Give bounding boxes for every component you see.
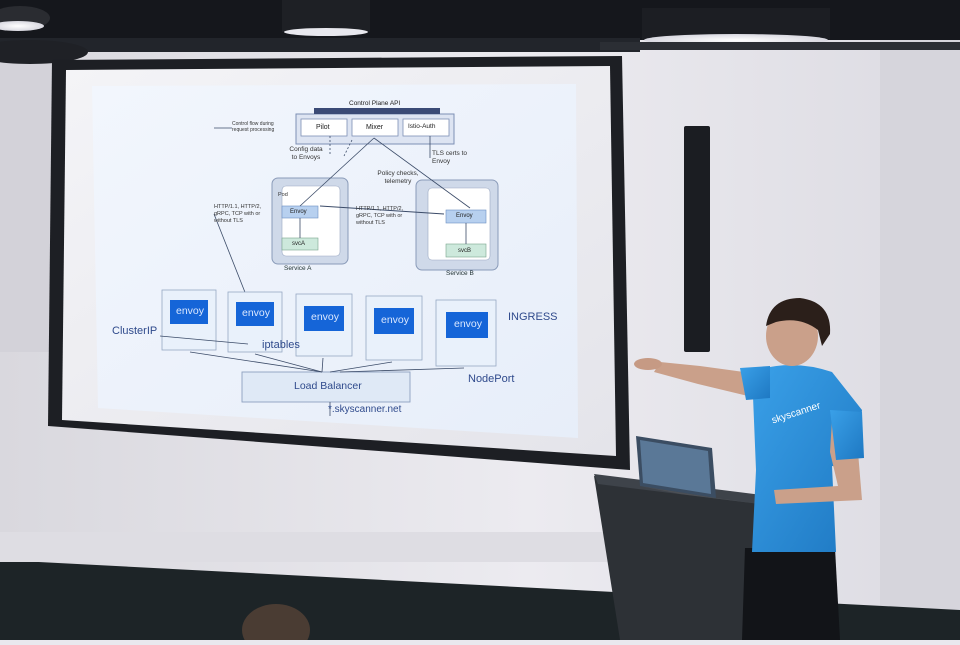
iptables-label: iptables xyxy=(262,339,300,351)
policy-note: Policy checks, telemetry xyxy=(377,170,419,186)
load-balancer-label: Load Balancer xyxy=(294,380,362,392)
http-left: HTTP/1.1, HTTP/2, gRPC, TCP with or with… xyxy=(214,204,262,224)
istio-auth-box xyxy=(402,118,450,137)
service-a-caption: Service A xyxy=(284,265,312,272)
istio-auth-label: Istio-Auth xyxy=(408,123,436,130)
mixer-label: Mixer xyxy=(366,124,384,131)
tls-note: TLS certs to Envoy xyxy=(432,150,468,166)
pilot-label: Pilot xyxy=(316,124,330,131)
envoy-a-label: Envoy xyxy=(290,209,307,215)
domain-label: *.skyscanner.net xyxy=(328,404,402,415)
light-bulb-left xyxy=(0,40,88,64)
wall-speaker xyxy=(684,126,710,352)
presenter: skyscanner xyxy=(634,298,864,640)
load-balancer-arrows xyxy=(159,335,465,416)
ceiling-light-icon xyxy=(0,6,50,31)
service-b-caption: Service B xyxy=(446,270,474,277)
load-balancer-box xyxy=(241,371,411,403)
control-plane-title: Control Plane API xyxy=(349,100,401,107)
clusterip-label: ClusterIP xyxy=(112,325,158,337)
lectern xyxy=(594,476,768,640)
skirting xyxy=(0,532,700,562)
config-note: Config data to Envoys xyxy=(289,146,323,162)
ceiling-light-icon xyxy=(642,8,830,46)
wall-panel xyxy=(880,0,960,640)
svc-a-label: svcA xyxy=(292,241,306,247)
ingress-envoy-label: envoy xyxy=(454,318,483,330)
ingress-envoy-label: envoy xyxy=(176,305,205,317)
control-plane-header xyxy=(314,108,440,114)
nodeport-label: NodePort xyxy=(468,373,515,385)
ingress-envoy-label: envoy xyxy=(311,311,340,323)
legend-text: Control flow during request processing xyxy=(232,121,275,133)
ingress-label: INGRESS xyxy=(508,311,558,323)
audience-head xyxy=(242,604,310,645)
ingress-envoy-label: envoy xyxy=(242,307,271,319)
http-mid: HTTP/1.1, HTTP/2, gRPC, TCP with or with… xyxy=(356,206,404,226)
laptop-icon xyxy=(636,436,760,504)
pilot-box xyxy=(300,118,348,137)
envoy-b-label: Envoy xyxy=(456,213,473,219)
ceiling-beam xyxy=(0,38,640,52)
ceiling-light-icon xyxy=(282,0,370,36)
pod-label: Pod xyxy=(278,192,288,198)
mixer-box xyxy=(351,118,399,137)
control-arrows xyxy=(213,127,471,311)
pod-b-stack xyxy=(427,187,491,261)
ingress-envoy-label: envoy xyxy=(381,314,410,326)
ingress-envoy-boxes xyxy=(170,300,488,338)
svc-b-label: svcB xyxy=(458,248,472,254)
ceiling-track xyxy=(600,42,960,50)
